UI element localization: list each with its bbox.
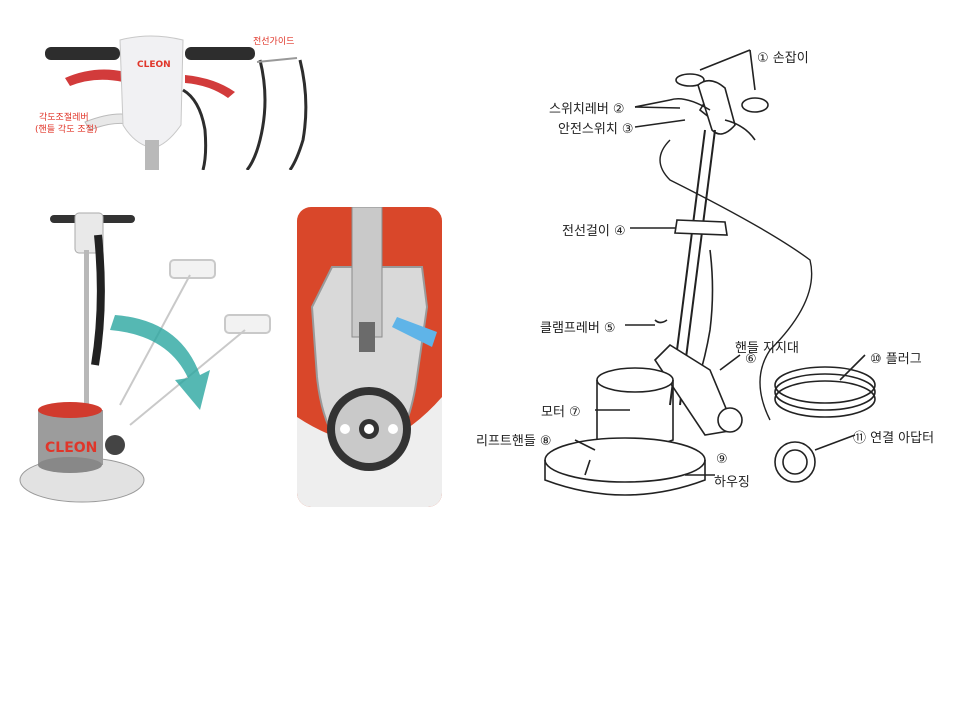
label-adapter: ⑪ 연결 아답터 — [853, 431, 935, 446]
label-handle-support-num: ⑥ — [745, 352, 757, 367]
label-housing-num: ⑨ — [716, 452, 728, 467]
gear-detail-panel — [297, 207, 442, 507]
gear-illustration — [297, 207, 442, 507]
label-lift-handle: 리프트핸들 ⑧ — [476, 434, 552, 449]
label-motor: 모터 ⑦ — [541, 405, 581, 420]
angle-lever-label: 각도조절레버 — [39, 113, 89, 123]
label-handle-support: 핸들 지지대 — [735, 341, 799, 356]
label-handle-grip: ① 손잡이 — [757, 51, 809, 66]
handle-photo: CLEON 전선가이드 각도조절레버 (핸들 각도 조절) — [35, 30, 320, 170]
label-clamp-lever: 클램프레버 ⑤ — [540, 321, 616, 336]
machine-photo: CLEON — [10, 205, 290, 510]
brand-label: CLEON — [137, 60, 171, 70]
label-plug: ⑩ 플러그 — [870, 352, 922, 367]
handle-illustration — [45, 35, 308, 170]
floor-machine-diagram — [544, 49, 876, 496]
label-housing: 하우징 — [714, 475, 750, 490]
label-switch-lever: 스위치레버 ② — [549, 102, 625, 117]
machine-brand-label: CLEON — [45, 440, 98, 456]
label-cable-hanger: 전선걸이 ④ — [562, 224, 626, 239]
label-safety-switch: 안전스위치 ③ — [558, 122, 634, 137]
angle-lever-sublabel: (핸들 각도 조절) — [35, 125, 98, 135]
cable-guide-label: 전선가이드 — [253, 37, 295, 47]
machine-illustration — [19, 212, 271, 503]
